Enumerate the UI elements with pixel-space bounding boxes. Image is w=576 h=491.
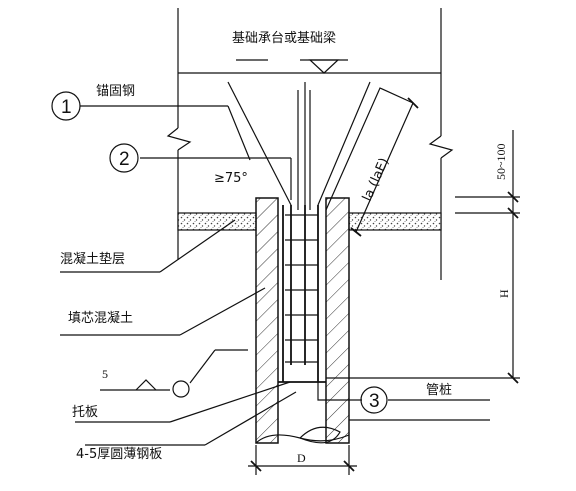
label-anchor-steel: 锚固钢 bbox=[96, 84, 135, 99]
label-fill-concrete: 填芯混凝土 bbox=[68, 310, 133, 326]
label-dim-d: D bbox=[297, 451, 306, 465]
callout-1-circle bbox=[51, 91, 81, 121]
level-marker bbox=[236, 59, 348, 74]
label-anchor-length: la (laE) bbox=[360, 156, 392, 204]
label-weld-size: 5 bbox=[102, 367, 108, 381]
right-dimensions bbox=[326, 130, 520, 384]
anchor-length-dimension bbox=[325, 87, 419, 237]
label-support-plate: 托板 bbox=[72, 405, 98, 420]
callout-3-circle bbox=[360, 386, 388, 414]
weld-circle bbox=[172, 380, 190, 398]
label-dim-top: 50~100 bbox=[494, 144, 508, 181]
callout-1-number: 1 bbox=[61, 97, 72, 118]
leader-lines bbox=[60, 105, 490, 446]
label-cushion: 混凝土垫层 bbox=[60, 251, 125, 267]
label-dim-h: H bbox=[497, 289, 511, 298]
label-steel-plate: 4-5厚圆薄钢板 bbox=[76, 447, 162, 462]
steel-cage bbox=[278, 205, 362, 401]
pipe-pile bbox=[255, 197, 350, 444]
label-pipe-pile: 管桩 bbox=[426, 383, 452, 398]
callout-2-circle bbox=[109, 143, 139, 173]
bottom-dimension bbox=[248, 445, 357, 475]
label-angle: ≥75° bbox=[214, 171, 248, 186]
callout-3-number: 3 bbox=[369, 391, 380, 412]
callout-2-number: 2 bbox=[119, 149, 130, 170]
label-pile-cap: 基础承台或基础梁 bbox=[232, 31, 336, 46]
anchor-steel-bars bbox=[227, 81, 371, 210]
